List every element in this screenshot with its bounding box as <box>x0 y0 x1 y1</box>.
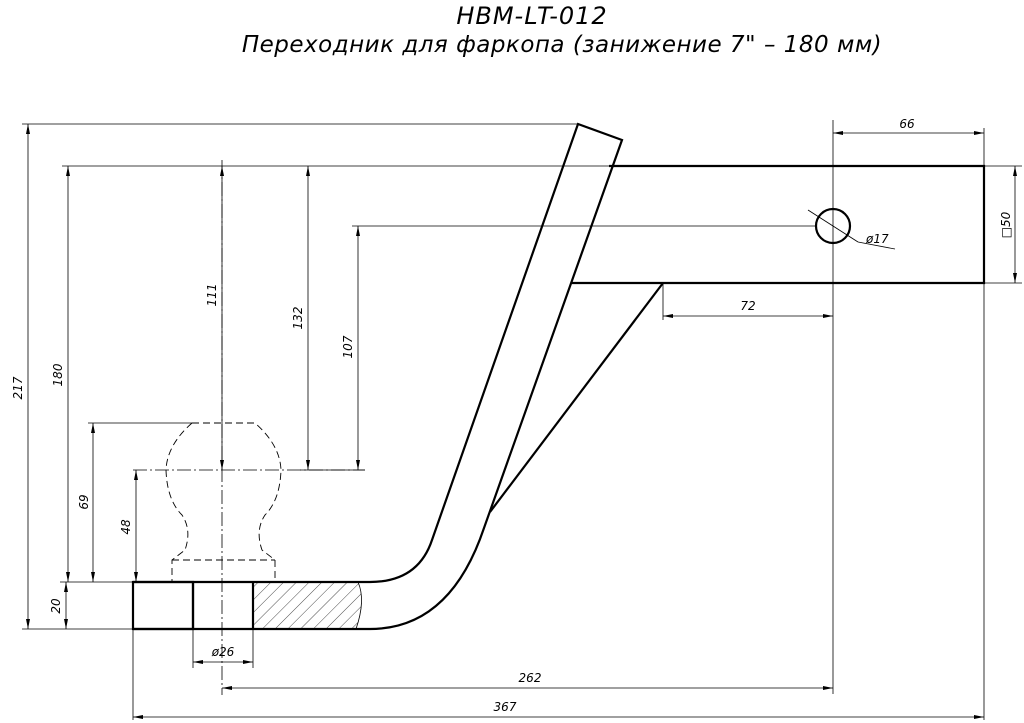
dim-20: 20 <box>49 598 63 614</box>
dim-72: 72 <box>740 299 755 313</box>
dim-111: 111 <box>205 284 219 307</box>
dim-square-50: □50 <box>999 211 1013 238</box>
dim-132: 132 <box>291 307 305 330</box>
dim-hole-17: ø17 <box>865 232 889 246</box>
dim-217: 217 <box>11 376 25 399</box>
drop-bar <box>369 122 624 631</box>
dimension-lines <box>26 124 1017 719</box>
dim-66: 66 <box>899 117 915 131</box>
dim-69: 69 <box>77 494 91 509</box>
dim-180: 180 <box>51 363 65 386</box>
drawing-title: Переходник для фаркопа (занижение 7" – 1… <box>241 32 883 58</box>
extension-lines <box>22 120 1022 720</box>
dim-262: 262 <box>519 671 542 685</box>
dim-48: 48 <box>119 519 133 535</box>
tow-ball <box>165 422 282 582</box>
dim-hole-26: ø26 <box>211 645 235 659</box>
brace <box>489 282 664 513</box>
dim-107: 107 <box>341 335 355 358</box>
receiver-tube <box>572 164 986 285</box>
dim-367: 367 <box>494 700 517 714</box>
base-plate <box>131 580 370 631</box>
drawing-code: HBM-LT-012 <box>456 2 608 30</box>
